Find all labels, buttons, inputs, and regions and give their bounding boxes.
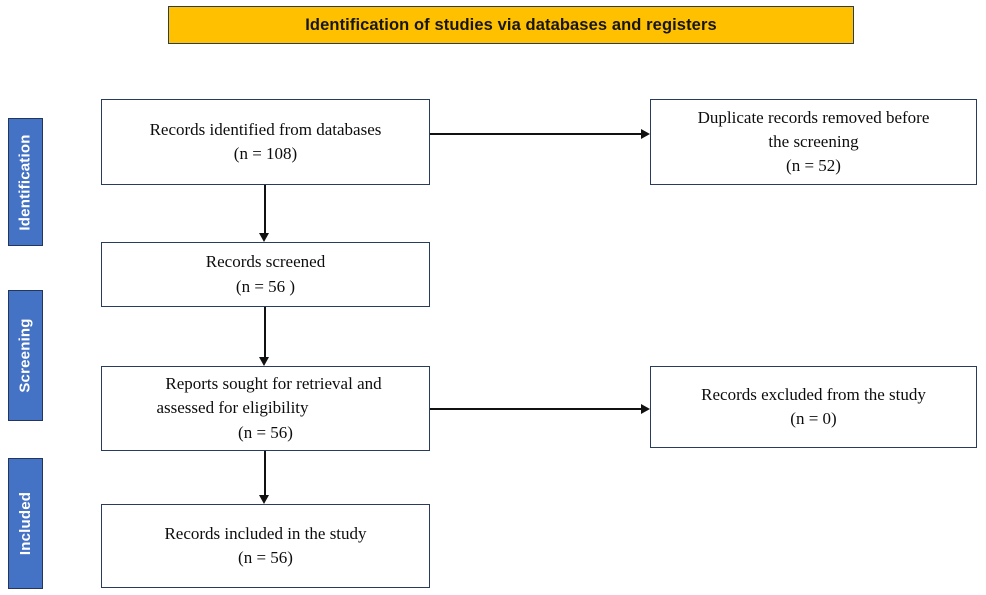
node-duplicate-records-removed-line2: the screening (768, 131, 859, 151)
node-records-identified-count: (n = 108) (233, 144, 298, 163)
connector-sought-to-excluded (430, 408, 643, 410)
stage-label-included-text: Included (17, 491, 34, 556)
node-records-included-count: (n = 56) (238, 548, 293, 567)
node-reports-sought-count: (n = 56) (238, 422, 293, 442)
node-records-excluded-count: (n = 0) (790, 409, 837, 428)
stage-label-identification-text: Identification (17, 133, 35, 231)
node-records-screened-count: (n = 56 ) (235, 276, 296, 296)
node-records-included: Records included in the study (n = 56) (101, 504, 430, 588)
diagram-header-banner: Identification of studies via databases … (168, 6, 854, 44)
node-reports-sought-for-retrieval: Reports sought for retrieval and assesse… (101, 366, 430, 451)
connector-identified-to-screened (264, 185, 266, 235)
node-records-excluded-line1: Records excluded from the study (701, 384, 926, 404)
arrow-down-icon (259, 495, 269, 504)
stage-label-screening-text: Screening (17, 318, 35, 393)
node-duplicate-records-removed-count: (n = 52) (786, 156, 841, 176)
node-reports-sought-line2: assessed for eligibility (156, 398, 309, 418)
arrow-down-icon (259, 357, 269, 366)
connector-screened-to-sought (264, 307, 266, 359)
node-records-identified: Records identified from databases (n = 1… (101, 99, 430, 185)
node-records-included-line1: Records included in the study (164, 523, 367, 543)
arrow-down-icon (259, 233, 269, 242)
node-records-screened: Records screened (n = 56 ) (101, 242, 430, 307)
node-records-screened-line1: Records screened (205, 252, 326, 272)
stage-label-identification: Identification (8, 118, 43, 246)
stage-label-included: Included (8, 458, 43, 589)
node-duplicate-records-removed: Duplicate records removed before the scr… (650, 99, 977, 185)
node-reports-sought-line1: Reports sought for retrieval and (165, 374, 382, 394)
node-records-identified-line1: Records identified from databases (149, 119, 382, 139)
connector-identified-to-duplicates (430, 133, 643, 135)
banner-title: Identification of studies via databases … (305, 15, 717, 34)
node-records-excluded: Records excluded from the study (n = 0) (650, 366, 977, 448)
arrow-right-icon (641, 128, 650, 139)
arrow-right-icon (641, 403, 650, 414)
stage-label-screening: Screening (8, 290, 43, 421)
connector-sought-to-included (264, 451, 266, 497)
node-duplicate-records-removed-line1: Duplicate records removed before (697, 107, 930, 127)
